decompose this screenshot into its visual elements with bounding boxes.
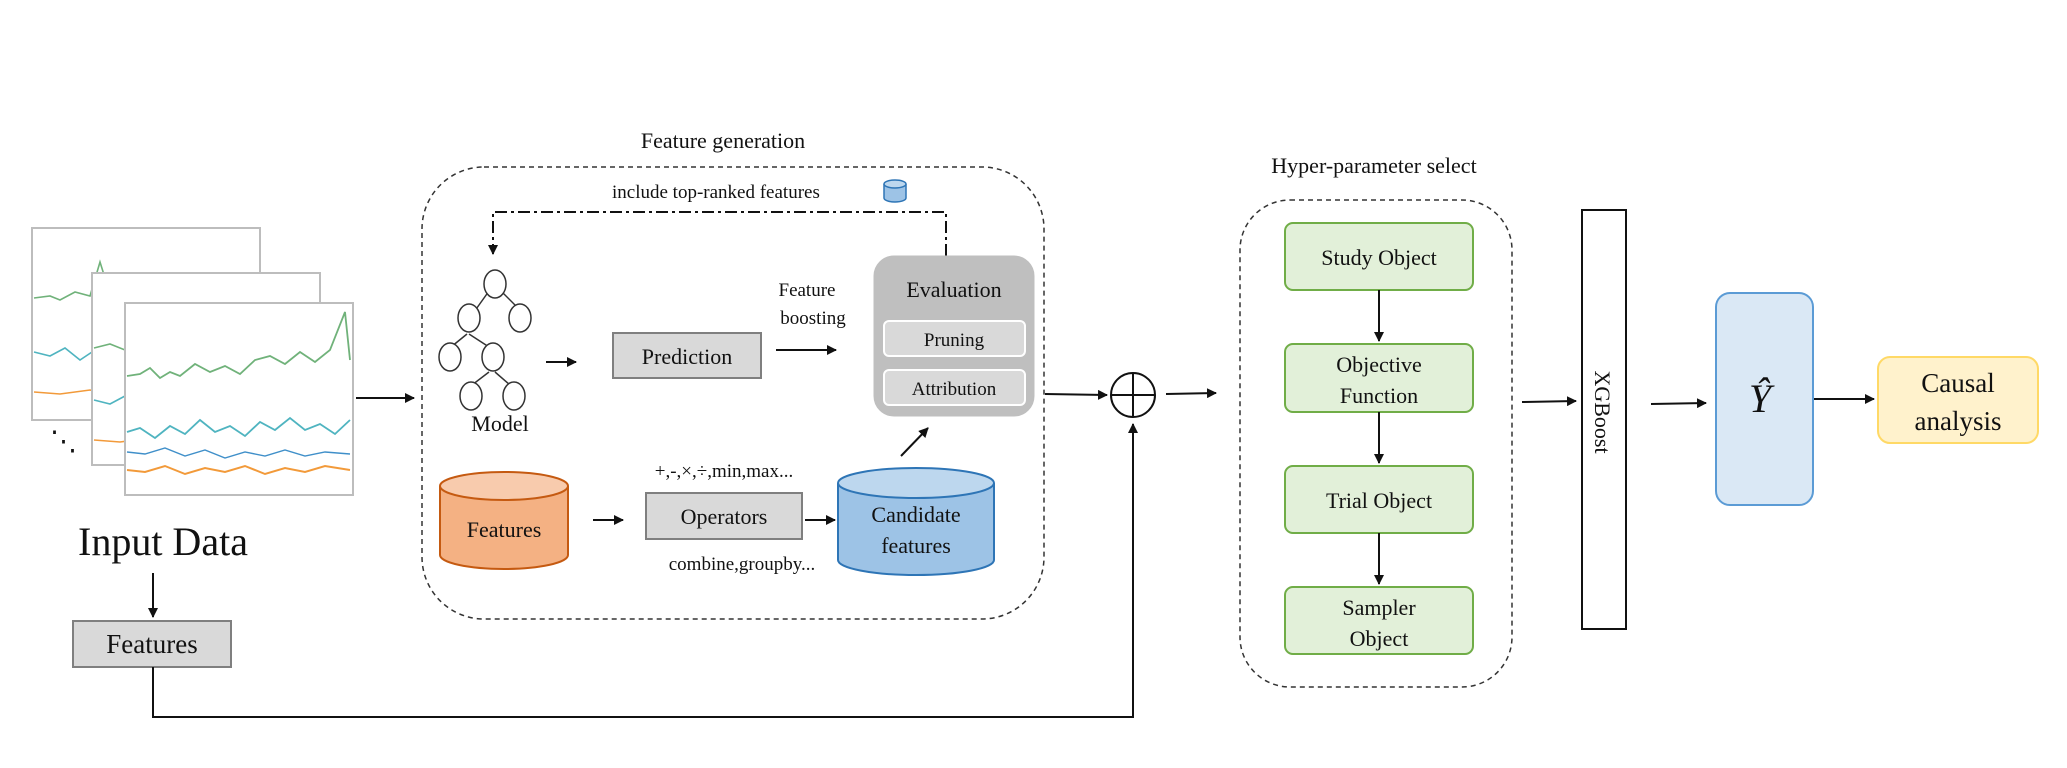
arrow-hyperparameter-to-xgboost <box>1521 396 1577 407</box>
input-chart-thumb-front <box>124 302 354 496</box>
arrow-candidates-to-evaluation <box>900 427 929 457</box>
causal-analysis-label-line2: analysis <box>1915 406 2002 436</box>
model-tree-icon <box>438 269 532 411</box>
xgboost-label: XGBoost <box>1590 370 1615 453</box>
skip-connection-line <box>152 423 1138 718</box>
input-data-title: Input Data <box>78 519 248 564</box>
causal-analysis-label-line1: Causal <box>1921 368 1995 398</box>
sampler-object-label-line1: Sampler <box>1342 595 1416 620</box>
pruning-label: Pruning <box>924 330 985 351</box>
model-label: Model <box>471 411 528 436</box>
objective-function-label-line2: Function <box>1340 383 1418 408</box>
yhat-box: Ŷ <box>1715 292 1814 506</box>
operators-label: Operators <box>681 504 768 529</box>
feature-generation-title: Feature generation <box>641 128 805 153</box>
study-object-label: Study Object <box>1321 245 1437 270</box>
features-database-label: Features <box>467 517 542 542</box>
operators-box: Operators <box>645 492 803 540</box>
causal-analysis-box: Causal analysis <box>1877 356 2039 444</box>
merge-plus-node <box>1110 372 1156 418</box>
sampler-object-label-line2: Object <box>1350 626 1409 651</box>
objective-function-box: Objective Function <box>1284 343 1474 413</box>
operators-top-label: +,-,×,÷,min,max... <box>655 461 793 482</box>
prediction-label: Prediction <box>642 344 732 369</box>
feedback-loop-label: include top-ranked features <box>612 182 820 203</box>
trial-object-label: Trial Object <box>1326 488 1432 513</box>
feedback-loop-arrow <box>488 211 947 256</box>
trial-object-box: Trial Object <box>1284 465 1474 534</box>
feature-generation-panel <box>421 166 1045 620</box>
yhat-label: Ŷ <box>1749 376 1775 421</box>
input-ellipsis: ⋱ <box>50 426 77 456</box>
feature-boosting-label-line1: Feature <box>779 280 836 301</box>
operators-bottom-label: combine,groupby... <box>669 554 816 575</box>
xgboost-box: XGBoost <box>1581 209 1627 630</box>
input-data-stack: ⋱ <box>31 227 354 496</box>
attribution-box: Attribution <box>883 369 1026 406</box>
attribution-label: Attribution <box>912 379 997 400</box>
study-object-box: Study Object <box>1284 222 1474 291</box>
arrow-evaluation-to-merge <box>1044 389 1108 400</box>
feature-boosting-label-line2: boosting <box>780 308 846 329</box>
pruning-box: Pruning <box>883 320 1026 357</box>
evaluation-panel: Evaluation Pruning Attribution <box>873 255 1035 417</box>
database-icon <box>883 179 907 203</box>
arrow-merge-to-hyperparameter <box>1165 388 1217 399</box>
evaluation-label: Evaluation <box>906 277 1001 302</box>
sampler-object-box: Sampler Object <box>1284 586 1474 655</box>
input-features-box: Features <box>72 620 232 668</box>
arrow-xgboost-to-yhat <box>1650 398 1707 409</box>
prediction-box: Prediction <box>612 332 762 379</box>
candidate-features-label-line1: Candidate <box>871 502 960 527</box>
input-features-label: Features <box>106 629 197 659</box>
candidate-features-database: Candidate features <box>837 467 995 576</box>
hyperparameter-panel <box>1239 199 1513 688</box>
candidate-features-label-line2: features <box>881 533 951 558</box>
features-database: Features <box>439 471 569 570</box>
objective-function-label-line1: Objective <box>1336 352 1422 377</box>
hyperparameter-title: Hyper-parameter select <box>1271 153 1476 178</box>
